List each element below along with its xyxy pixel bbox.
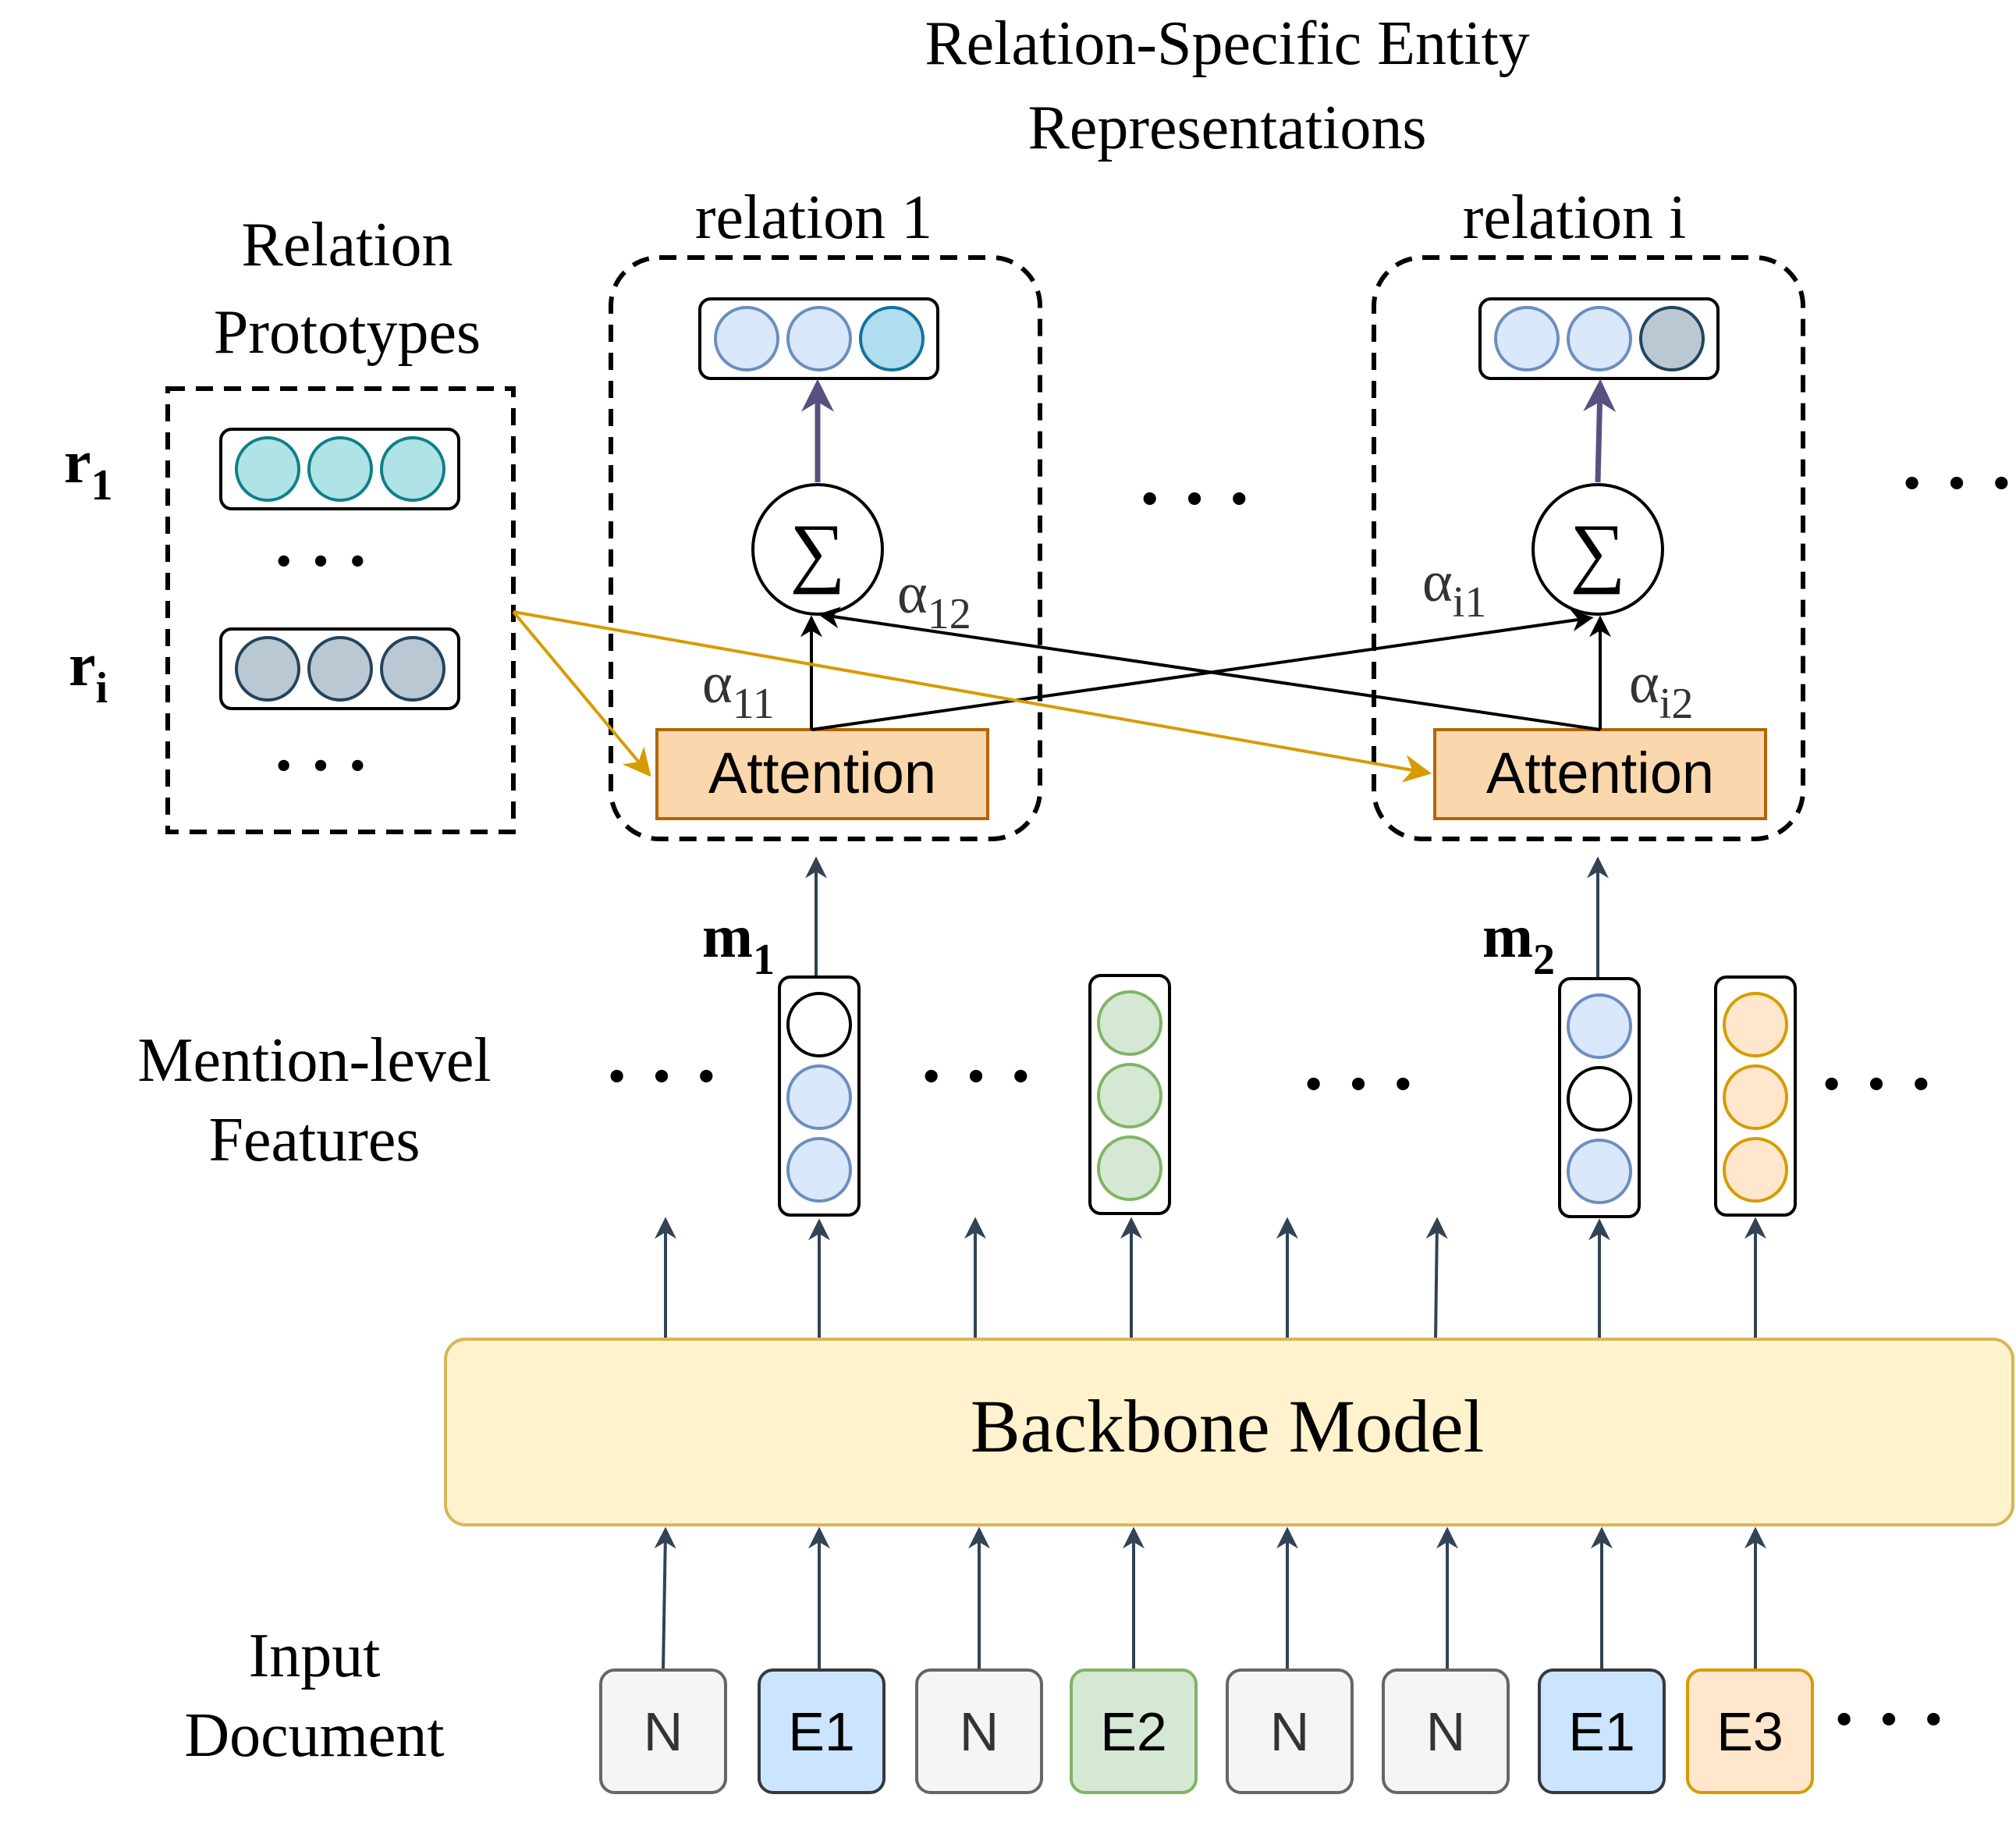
mention-feature-e3 xyxy=(1714,975,1797,1217)
alpha-11-label: α11 xyxy=(702,652,775,728)
relation-i-box xyxy=(1372,255,1805,841)
relation-i-attention-box xyxy=(1433,728,1767,820)
mention-feature-e2 xyxy=(1088,974,1171,1215)
r1-prototype-vector xyxy=(219,428,460,510)
input-document-label-line-1: Input xyxy=(249,1622,381,1690)
input-token-5: N xyxy=(1226,1668,1354,1794)
relation-1-attention-box xyxy=(655,728,989,820)
alpha-i1-label: αi1 xyxy=(1422,550,1486,627)
svg-text:E3: E3 xyxy=(1716,1701,1784,1762)
svg-text:N: N xyxy=(644,1701,683,1762)
input-to-backbone-arrows xyxy=(654,1526,1766,1671)
input-token-3: N xyxy=(915,1668,1043,1794)
relation-i-entity-vector xyxy=(1478,297,1720,380)
prototype-to-attention-i-arrow xyxy=(513,610,1432,783)
input-token-8: E3 xyxy=(1686,1668,1814,1794)
relation-i-label: relation i xyxy=(1463,183,1687,252)
svg-text:N: N xyxy=(1270,1701,1310,1762)
relation-i-sum-node xyxy=(1532,483,1664,616)
mention-feature-m1 xyxy=(778,975,861,1217)
mentions-ellipsis-4: ··· xyxy=(1819,1040,1953,1127)
input-token-4: E2 xyxy=(1070,1668,1198,1794)
relation-1-sum-symbol: ∑ xyxy=(790,508,845,595)
backbone-model-label: Backbone Model xyxy=(971,1384,1485,1468)
relation-prototypes-box xyxy=(165,386,516,834)
relation-1-label: relation 1 xyxy=(695,183,932,252)
relation-prototypes-label-line-2: Prototypes xyxy=(214,298,481,367)
mention-features-label-line-1: Mention-level xyxy=(137,1026,491,1095)
mentions-ellipsis-3: ··· xyxy=(1301,1040,1435,1127)
relation-1-box xyxy=(609,255,1042,841)
ri-label: ri xyxy=(69,631,108,712)
relation-prototypes-label-line-1: Relation xyxy=(241,211,453,279)
svg-text:N: N xyxy=(960,1701,999,1762)
input-token-1: N xyxy=(599,1668,727,1794)
right-relations-ellipsis: ··· xyxy=(1899,439,2016,526)
prototypes-ellipsis-bottom: ··· xyxy=(272,728,383,804)
alpha-i2-label: αi2 xyxy=(1629,652,1693,728)
relation-1-entity-vector xyxy=(698,297,939,380)
input-document-label-line-2: Document xyxy=(184,1701,444,1770)
relations-ellipsis: ··· xyxy=(1137,455,1271,542)
svg-text:E2: E2 xyxy=(1100,1701,1167,1762)
input-token-2: E1 xyxy=(758,1668,886,1794)
mention-feature-m2 xyxy=(1558,977,1641,1218)
mentions-ellipsis-2: ··· xyxy=(918,1032,1052,1119)
relation-i-sum-to-vector-arrow xyxy=(1583,378,1617,483)
svg-text:E1: E1 xyxy=(788,1701,855,1762)
input-token-7: E1 xyxy=(1538,1668,1666,1794)
prototype-to-attention-1-arrow xyxy=(512,610,651,777)
m1-label: m1 xyxy=(702,902,775,984)
cross-arrow-relation-1-to-relation-i xyxy=(811,609,1594,731)
cross-arrow-relation-i-to-relation-1 xyxy=(818,606,1601,731)
mention-features-label-line-2: Features xyxy=(208,1106,420,1174)
svg-text:N: N xyxy=(1426,1701,1466,1762)
ri-prototype-vector xyxy=(219,627,460,710)
input-token-6: N xyxy=(1382,1668,1510,1794)
relation-i-attention-label: Attention xyxy=(1486,741,1714,805)
r1-label: r1 xyxy=(64,428,113,510)
relation-i-sum-symbol: ∑ xyxy=(1570,508,1625,595)
diagram-title-line-2: Representations xyxy=(1028,94,1427,162)
input-ellipsis: ··· xyxy=(1831,1676,1965,1762)
m2-label: m2 xyxy=(1482,902,1555,984)
svg-text:E1: E1 xyxy=(1568,1701,1635,1762)
relation-1-attention-label: Attention xyxy=(708,741,936,805)
prototypes-ellipsis-middle: ··· xyxy=(272,524,383,599)
relation-1-sum-node xyxy=(751,483,884,616)
diagram-title-line-1: Relation-Specific Entity xyxy=(925,9,1529,78)
backbone-output-arrows xyxy=(655,1217,1766,1341)
backbone-model-box xyxy=(444,1338,2014,1526)
mentions-ellipsis-1: ··· xyxy=(604,1032,738,1119)
